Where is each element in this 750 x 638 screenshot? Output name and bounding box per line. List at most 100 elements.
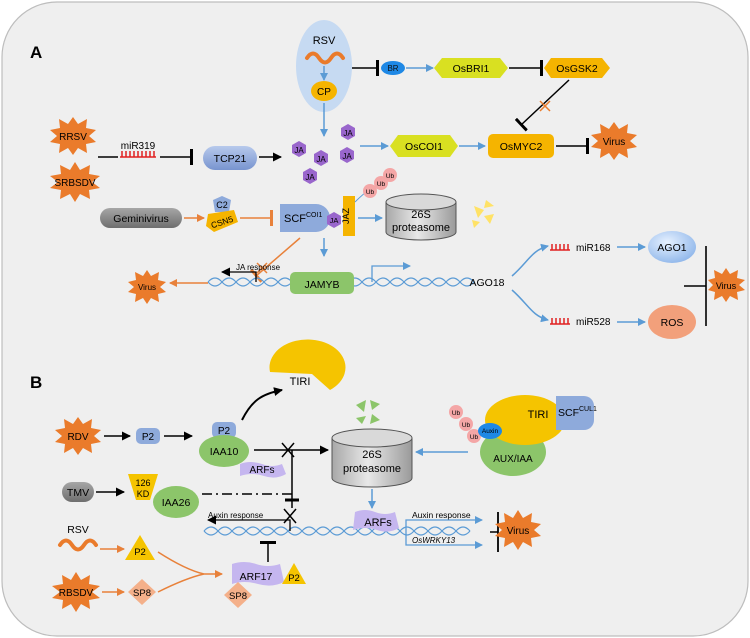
ja-label-5: JA [305,173,315,182]
ub-ball-a3 [383,168,397,182]
panel-b-label: B [30,373,42,392]
arfs-node-2 [353,510,399,532]
iaa10-node [199,435,249,467]
srbsdv-label: SRBSDV [54,178,95,189]
mir168-rna-icon [550,244,570,251]
jamyb-label: JAMYB [304,279,339,291]
iaa10-to-tiri-arrow [241,387,283,421]
ub-ball-b3 [467,429,481,443]
rsv-virion-icon [305,51,345,65]
virus-star-icon-a1 [591,122,637,160]
mir528-label: miR528 [576,317,611,328]
p2-node-4 [282,563,306,584]
scf-coi1-node [280,204,330,232]
ub-label-b3: Ub [470,434,479,441]
osgsk2-inhibits-osmyc2 [514,79,570,132]
auxin-response-arrow-right [405,516,483,531]
ub-label-b2: Ub [462,422,471,429]
kd126-label-top: 126 [135,478,150,488]
ja-response-cross-icon [256,262,268,274]
recycle-fragments-b-icon [356,400,380,424]
oswrky13-arrow [405,531,483,549]
osbri1-label: OsBRI1 [453,63,490,75]
scf-cul1-node [556,396,594,430]
virus-label-b: Virus [507,526,530,537]
ub-ball-a1 [363,184,377,198]
ja-label-bound: JA [330,216,339,225]
tcp21-label: TCP21 [214,153,247,165]
iaa26-node [153,486,199,518]
rdv-star-icon [55,417,101,455]
c2-node [213,196,231,212]
osgsk2-label: OsGSK2 [556,63,598,75]
sp8-label-1: SP8 [133,588,151,599]
virus-star-icon-a2 [128,270,166,304]
p2-label-2: P2 [218,426,231,437]
osmyc2-node [488,134,554,158]
virus-star-icon-b [495,510,541,550]
p2-label-4: P2 [288,573,300,584]
arfs-label-1: ARFs [250,465,275,476]
auxin-response-arrow-left [207,515,291,531]
rsv-label-b: RSV [67,524,89,536]
osmyc2-label: OsMYC2 [500,141,543,153]
rsv-virion-icon-b [58,538,98,552]
ub-label-b1: Ub [452,410,461,417]
jamyb-node [290,272,354,294]
ub-label-a3: Ub [386,173,395,180]
ub-ball-b2 [459,417,473,431]
proteasome-b-26s: 26S [362,449,382,461]
tiri-label-2: TIRI [528,409,549,421]
br-label: BR [387,64,398,73]
c2-label: C2 [216,200,228,210]
srbsdv-star-icon [50,162,100,202]
oscoi1-label: OsCOI1 [405,141,443,153]
ago18-label: AGO18 [469,277,504,289]
ub-ball-b1 [449,405,463,419]
rrsv-star-icon [50,117,96,155]
arf17-node [232,562,284,586]
auxin-response-cross-icon [283,508,297,524]
osbri1-node [434,58,508,78]
cp-label: CP [317,87,331,98]
kd126-label-bottom: KD [137,489,150,499]
p2-label-3: P2 [134,547,146,558]
ub-label-a1: Ub [366,189,375,196]
ja-label-3: JA [342,152,352,161]
rrsv-label: RRSV [59,132,87,143]
scf-coi1-label: SCFCOI1 [284,212,322,225]
mir319-rna-icon [120,151,156,158]
geminivirus-node [100,208,182,228]
jamyb-transcription-arrow [371,262,411,282]
jaz-label: JAZ [341,208,351,225]
sp8-node-2 [224,582,252,608]
sp8-label-2: SP8 [229,591,247,602]
tmv-label: TMV [67,487,89,499]
jaz-node [343,196,355,236]
scf-cul1-label: SCFCUL1 [558,406,597,419]
p2-label-1: P2 [142,432,155,443]
oswrky13-label: OsWRKY13 [412,536,456,545]
aux-iaa-label: AUX/IAA [493,454,533,465]
iaa10-label: IAA10 [210,446,239,458]
geminivirus-label: Geminivirus [113,213,168,225]
rbsdv-label: RBSDV [59,588,94,599]
proteasome-a [385,193,457,241]
dna-helix-b [203,526,471,536]
virus-label-a3: Virus [716,281,737,291]
arfs-node-1 [240,462,286,478]
ja-label-2: JA [316,155,326,164]
virus-label-a1: Virus [603,137,626,148]
iaa26-label: IAA26 [162,497,191,509]
p2-node-3 [125,535,155,560]
tiri-label-1: TIRI [290,376,311,388]
ros-node [648,305,696,339]
br-node [381,61,405,75]
osgsk2-node [544,58,610,78]
csn5-node [206,210,238,232]
arf17-label: ARF17 [240,571,273,583]
ub-ball-a2 [374,176,388,190]
ja-bound-icon [327,212,341,228]
